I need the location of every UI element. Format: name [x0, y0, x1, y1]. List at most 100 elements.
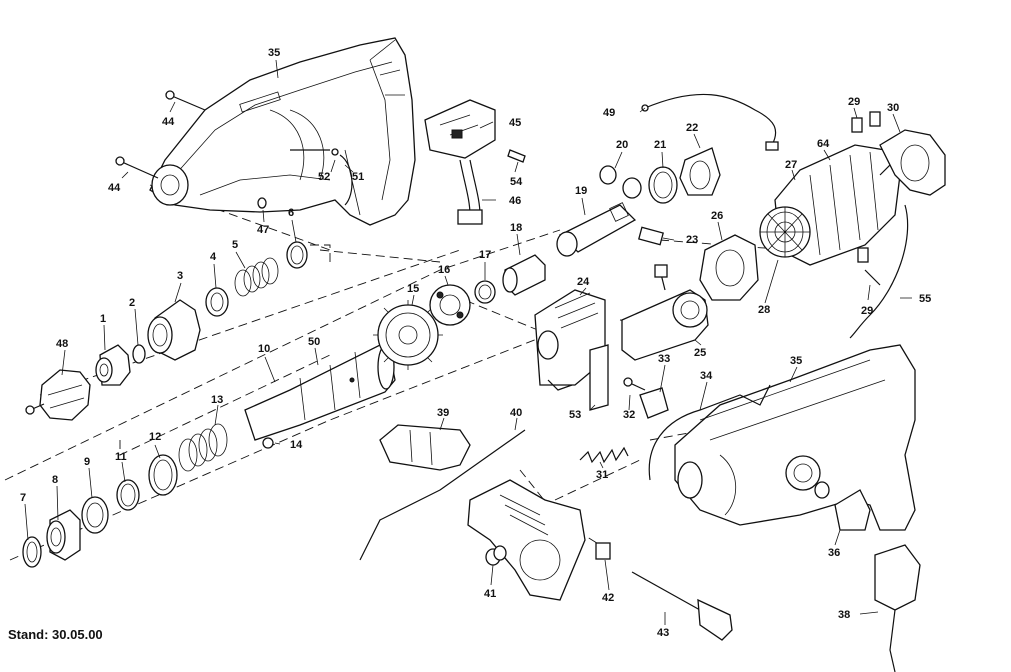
part-label-18: 18 [510, 222, 522, 234]
stator-plate-26 [699, 234, 759, 301]
part-label-31: 31 [596, 469, 608, 481]
spring-13 [178, 423, 228, 472]
spring-5 [234, 257, 279, 297]
washer-47 [257, 197, 267, 209]
part-label-28: 28 [758, 304, 770, 316]
screw-44-upper [165, 90, 206, 111]
cylinder-19 [556, 202, 637, 257]
ring-9 [81, 496, 109, 534]
part-label-7: 7 [20, 492, 26, 504]
part-label-2: 2 [129, 297, 135, 309]
part-label-22: 22 [686, 122, 698, 134]
part-label-20: 20 [616, 139, 628, 151]
ball-14 [262, 437, 274, 449]
screw-44-lower [115, 156, 159, 179]
part-label-44: 44 [108, 182, 121, 194]
part-label-26: 26 [711, 210, 723, 222]
part-labels: 35 44 44 45 54 46 52 51 47 6 5 4 3 2 1 4… [20, 47, 931, 639]
part-label-6: 6 [288, 207, 294, 219]
housing-left-half [149, 37, 416, 226]
part-label-42: 42 [602, 592, 614, 604]
part-label-15: 15 [407, 283, 419, 295]
part-label-35: 35 [268, 47, 280, 59]
spring-31 [579, 446, 629, 464]
contact-54 [507, 149, 526, 163]
ring-17 [474, 280, 496, 304]
part-label-64: 64 [817, 138, 830, 150]
cable-38 [874, 544, 921, 672]
part-label-14: 14 [290, 439, 303, 451]
part-label-21: 21 [654, 139, 666, 151]
part-label-9: 9 [84, 456, 90, 468]
ring-21 [648, 166, 678, 204]
fan-28 [766, 211, 804, 253]
shaft-25 [621, 264, 709, 361]
ring-7 [22, 536, 42, 568]
part-label-24: 24 [577, 276, 590, 288]
gear-housing-24 [534, 289, 606, 391]
ring-2 [132, 344, 146, 364]
part-label-19: 19 [575, 185, 587, 197]
part-label-10: 10 [258, 343, 270, 355]
part-label-11: 11 [115, 451, 127, 463]
washer-42 [595, 542, 611, 560]
rod-40 [359, 429, 526, 561]
date-stamp: Stand: 30.05.00 [8, 627, 103, 642]
handle-39 [379, 424, 471, 471]
plate-53 [589, 344, 609, 411]
part-label-12: 12 [149, 431, 161, 443]
part-label-43: 43 [657, 627, 669, 639]
part-label-1: 1 [100, 313, 106, 325]
part-52-51 [290, 148, 353, 206]
part-label-17: 17 [479, 249, 491, 261]
sleeve-3 [147, 299, 201, 361]
part-label-38: 38 [838, 609, 850, 621]
part-label-4: 4 [210, 251, 217, 263]
cable-55 [849, 204, 909, 339]
part-label-46: 46 [509, 195, 521, 207]
part-label-27: 27 [785, 159, 797, 171]
screw-32 [623, 377, 646, 391]
ring-4 [205, 287, 229, 317]
spindle-50 [244, 344, 396, 441]
part-label-3: 3 [177, 270, 183, 282]
part-label-35: 35 [790, 355, 802, 367]
ring-11 [116, 479, 140, 511]
part-label-53: 53 [569, 409, 581, 421]
part-label-34: 34 [700, 370, 713, 382]
brush-29-lower [857, 247, 881, 286]
part-label-36: 36 [828, 547, 840, 559]
part-label-33: 33 [658, 353, 670, 365]
nut-41 [485, 545, 507, 566]
pin-23 [638, 226, 664, 246]
clutch-16 [429, 284, 471, 326]
ring-6 [286, 241, 308, 269]
part-label-25: 25 [694, 347, 706, 359]
handle-bracket [467, 479, 586, 601]
part-label-13: 13 [211, 394, 223, 406]
part-label-32: 32 [623, 409, 635, 421]
part-label-48: 48 [56, 338, 68, 350]
switch-36 [834, 489, 871, 531]
part-label-49: 49 [603, 107, 615, 119]
wire-46 [457, 159, 483, 225]
part-label-39: 39 [437, 407, 449, 419]
ring-12 [148, 454, 178, 496]
wire-frame-34 [648, 384, 771, 481]
part-label-40: 40 [510, 407, 522, 419]
part-label-41: 41 [484, 588, 496, 600]
part-label-5: 5 [232, 239, 238, 251]
bolt-43 [631, 571, 733, 641]
part-label-29: 29 [848, 96, 860, 108]
part-label-51: 51 [352, 171, 364, 183]
part-label-55: 55 [919, 293, 931, 305]
chuck-48 [25, 369, 91, 421]
part-label-45: 45 [509, 117, 521, 129]
ring-20 [599, 165, 642, 199]
part-label-47: 47 [257, 224, 269, 236]
gear-15 [373, 300, 443, 370]
part-label-44: 44 [162, 116, 175, 128]
bearing-18 [502, 254, 546, 296]
leader-lines [24, 59, 912, 625]
